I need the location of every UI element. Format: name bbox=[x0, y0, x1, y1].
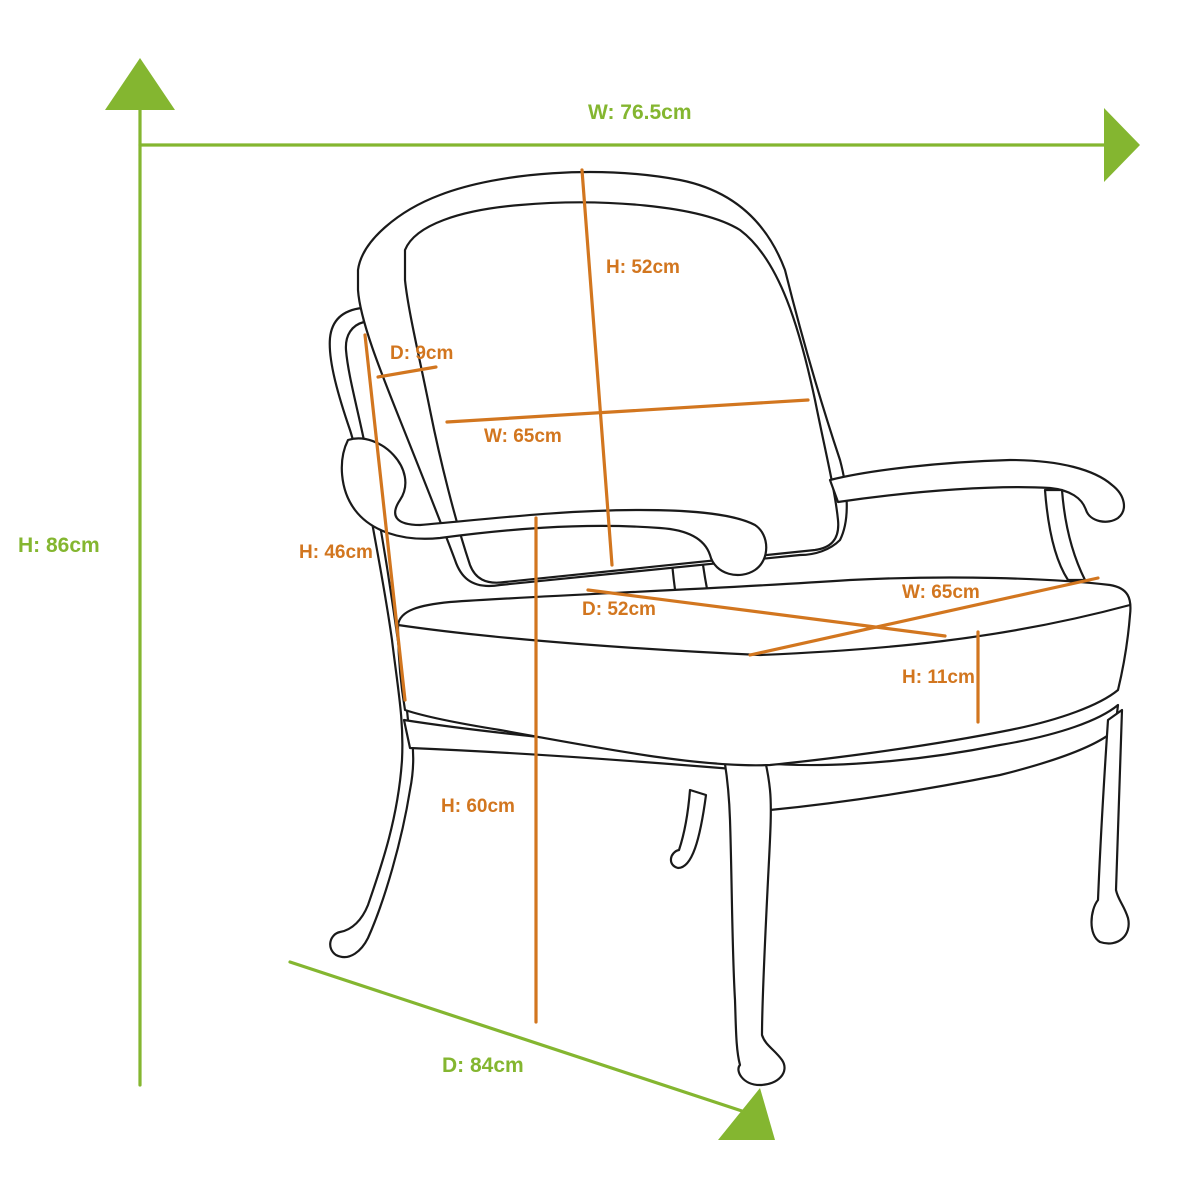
overall-depth-arrow-icon bbox=[718, 1088, 775, 1140]
back-depth-dim-line bbox=[376, 365, 438, 379]
back-width-dim-line bbox=[445, 398, 810, 424]
overall-height-arrow-icon bbox=[105, 58, 175, 110]
arm-height-dim-line bbox=[363, 333, 407, 702]
overall-height-label: H: 86cm bbox=[18, 534, 100, 557]
seat-width-label: W: 65cm bbox=[902, 582, 980, 603]
back-height-label: H: 52cm bbox=[606, 257, 680, 278]
overall-depth-label: D: 84cm bbox=[442, 1054, 524, 1077]
back-width-label: W: 65cm bbox=[484, 426, 562, 447]
right-rear-leg bbox=[1090, 708, 1130, 945]
right-armrest bbox=[828, 458, 1126, 523]
right-arm-post bbox=[1043, 488, 1087, 582]
back-height-dim-line bbox=[580, 168, 614, 567]
seat-depth-dim-line bbox=[586, 588, 947, 638]
seat-width-dim-line bbox=[748, 576, 1100, 657]
seat-cushion bbox=[396, 576, 1132, 767]
rear-left-leg bbox=[669, 788, 708, 870]
seat-depth-label: D: 52cm bbox=[582, 599, 656, 620]
overall-width-arrow-icon bbox=[1104, 108, 1140, 182]
chair-outline bbox=[328, 170, 1132, 1087]
left-armrest bbox=[340, 437, 768, 577]
overall-width-label: W: 76.5cm bbox=[588, 101, 692, 124]
component-dimension-lines bbox=[363, 168, 1100, 1024]
overall-dimension-lines bbox=[105, 58, 1140, 1140]
seat-height-label: H: 60cm bbox=[441, 796, 515, 817]
seat-cushion-height-label: H: 11cm bbox=[902, 667, 975, 688]
overall-depth-dim-line bbox=[288, 960, 747, 1114]
arm-height-label: H: 46cm bbox=[299, 542, 373, 563]
back-depth-label: D: 9cm bbox=[390, 343, 454, 364]
